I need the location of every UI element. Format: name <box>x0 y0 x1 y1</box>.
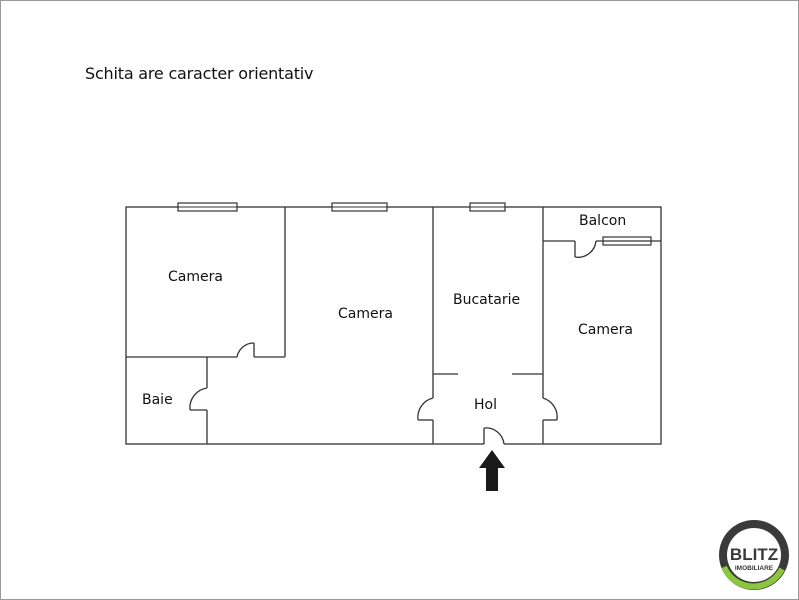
blitz-logo: BLITZ IMOBILIARE <box>719 520 789 590</box>
room-label-camera-right: Camera <box>578 322 633 338</box>
wall-segment <box>483 427 505 445</box>
wall-segment <box>236 342 255 358</box>
wall-segment <box>542 397 558 421</box>
wall-segment <box>417 397 434 421</box>
logo-accent-arc <box>721 565 785 590</box>
room-label-hol: Hol <box>474 397 497 413</box>
wall-segment <box>574 240 597 258</box>
entrance-arrow-icon <box>479 450 505 491</box>
room-label-camera-middle: Camera <box>338 306 393 322</box>
room-label-camera-left: Camera <box>168 269 223 285</box>
room-label-bucatarie: Bucatarie <box>453 292 520 308</box>
disclaimer-note: Schita are caracter orientativ <box>85 64 314 83</box>
room-label-balcon: Balcon <box>579 213 626 229</box>
logo-text-bottom: IMOBILIARE <box>735 565 774 572</box>
room-label-baie: Baie <box>142 392 173 408</box>
outer-wall <box>125 206 662 445</box>
wall-segment <box>189 387 208 411</box>
logo-text-top: BLITZ <box>730 545 778 564</box>
